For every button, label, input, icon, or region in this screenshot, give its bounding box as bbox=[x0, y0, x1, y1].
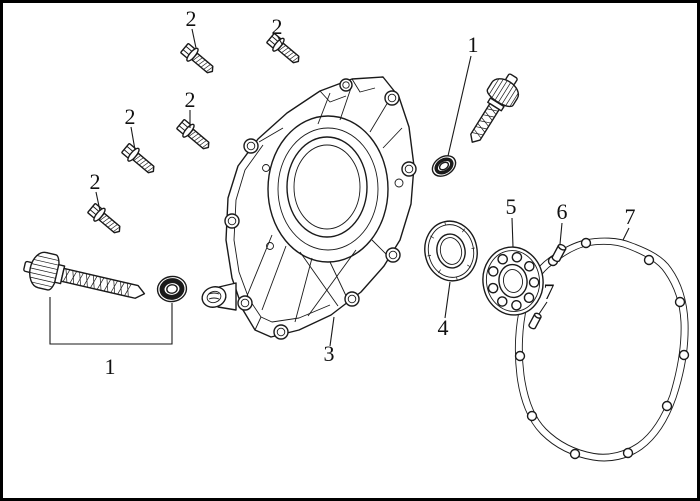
part-7-dowel-pin bbox=[528, 312, 542, 330]
callout-part-3: 3 bbox=[324, 341, 335, 366]
dipstick-seal-left bbox=[156, 275, 188, 303]
callout-part-5: 5 bbox=[506, 194, 517, 219]
part-4-oil-seal bbox=[424, 220, 478, 282]
callout-part-7: 7 bbox=[625, 204, 636, 229]
part-5-ball-bearing bbox=[482, 246, 544, 316]
dipstick-seal-right bbox=[431, 155, 457, 177]
callout-part-2: 2 bbox=[186, 6, 197, 31]
part-2-flange-bolt bbox=[174, 117, 215, 155]
cover-bolt-bosses bbox=[224, 78, 417, 340]
callout-part-4: 4 bbox=[438, 315, 449, 340]
part-2-flange-bolt bbox=[119, 141, 160, 179]
leader-lines bbox=[49, 28, 630, 347]
callout-part-2: 2 bbox=[272, 14, 283, 39]
callout-part-2: 2 bbox=[125, 104, 136, 129]
part-6-dowel-pin bbox=[551, 243, 567, 263]
cover-threaded-boss bbox=[201, 282, 237, 311]
callout-part-2: 2 bbox=[90, 169, 101, 194]
callout-part-1: 1 bbox=[105, 354, 116, 379]
callout-part-2: 2 bbox=[185, 87, 196, 112]
callout-part-6: 6 bbox=[557, 199, 568, 224]
callout-part-1: 1 bbox=[468, 32, 479, 57]
part-1-dipstick-left bbox=[23, 251, 188, 303]
callout-part-7: 7 bbox=[544, 279, 555, 304]
part-3-crankcase-cover bbox=[201, 76, 417, 340]
gasket-bolt-holes bbox=[514, 237, 690, 460]
part-2-flange-bolt bbox=[85, 201, 126, 239]
part-2-flange-bolt bbox=[178, 41, 219, 79]
part-1-dipstick-right bbox=[431, 73, 520, 177]
callouts: 2 2 1 2 2 2 5 6 7 7 4 3 1 bbox=[90, 6, 636, 379]
bracket-part-1-left bbox=[49, 297, 173, 345]
